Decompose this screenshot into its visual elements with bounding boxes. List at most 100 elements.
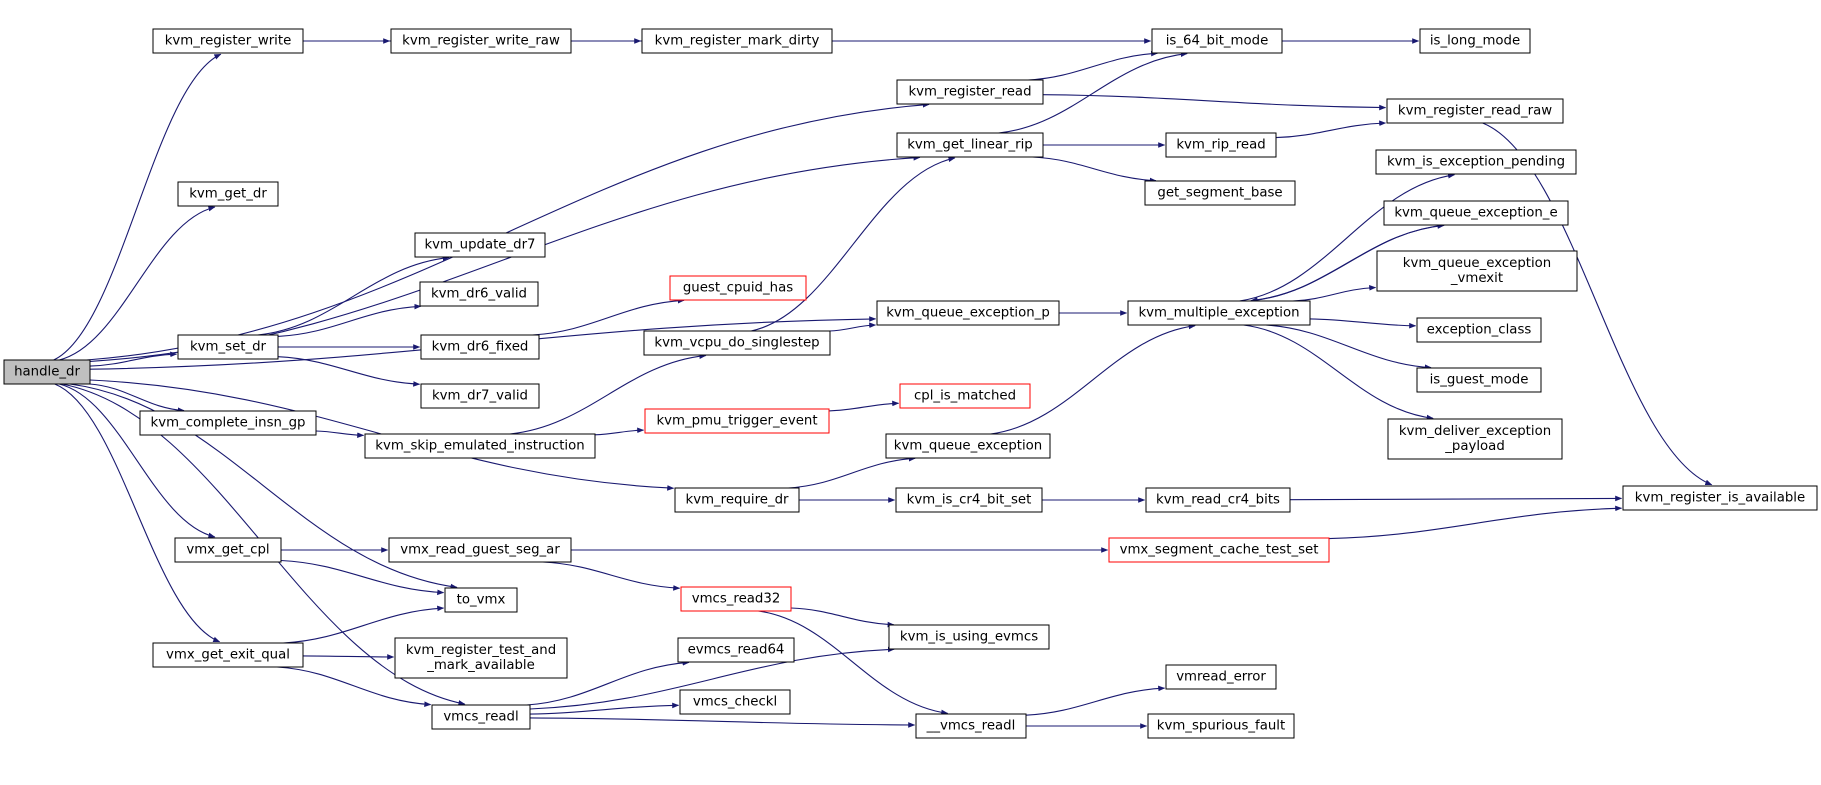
node-kvm-get-dr[interactable]: kvm_get_dr [177,181,279,207]
node-guest-cpuid-has[interactable]: guest_cpuid_has [669,275,807,301]
node-vmcs-readl[interactable]: vmcs_readl [431,704,531,730]
node-label: _vmexit [1450,271,1503,286]
node---vmcs-readl[interactable]: __vmcs_readl [915,713,1027,739]
node-kvm-read-cr4-bits[interactable]: kvm_read_cr4_bits [1145,487,1291,513]
node-box [643,330,831,356]
node-box [915,713,1027,739]
node-box [388,537,572,563]
node-vmx-get-cpl[interactable]: vmx_get_cpl [174,537,282,563]
node-label: vmread_error [1176,670,1266,685]
node-kvm-spurious-fault[interactable]: kvm_spurious_fault [1147,713,1295,739]
edge-kvm_multiple_exception-to-is_guest_mode [1265,324,1432,370]
node-box [431,704,531,730]
node-evmcs-read64[interactable]: evmcs_read64 [677,637,795,663]
node-kvm-vcpu-do-singlestep[interactable]: kvm_vcpu_do_singlestep [643,330,831,356]
node-box [394,637,568,679]
edge-kvm_pmu_trigger_event-to-cpl_is_matched [828,400,900,412]
node-kvm-is-exception-pending[interactable]: kvm_is_exception_pending [1375,149,1577,175]
node-to-vmx[interactable]: to_vmx [444,587,518,613]
node-label: vmx_segment_cache_test_set [1120,543,1319,558]
node-vmread-error[interactable]: vmread_error [1165,664,1277,690]
node-box [414,232,546,258]
node-kvm-complete-insn-gp[interactable]: kvm_complete_insn_gp [139,410,317,436]
node-box [420,334,540,360]
node-box [1165,664,1277,690]
node-box [1151,28,1283,54]
node-kvm-update-dr7[interactable]: kvm_update_dr7 [414,232,546,258]
node-label: kvm_set_dr [190,340,267,355]
node-kvm-register-mark-dirty[interactable]: kvm_register_mark_dirty [641,28,833,54]
node-box [677,637,795,663]
node-kvm-register-read[interactable]: kvm_register_read [896,79,1044,105]
node-kvm-queue-exception-p[interactable]: kvm_queue_exception_p [876,300,1060,326]
edge-vmcs_readl-to-kvm_is_using_evmcs [529,646,895,710]
node-kvm-deliver-exception-payload[interactable]: kvm_deliver_exception_payload [1387,418,1563,460]
node-vmx-get-exit-qual[interactable]: vmx_get_exit_qual [152,642,304,668]
node-kvm-is-using-evmcs[interactable]: kvm_is_using_evmcs [888,624,1050,650]
node-label: kvm_register_write [165,34,292,49]
node-kvm-register-write[interactable]: kvm_register_write [152,28,304,54]
node-box [177,181,279,207]
node-box [899,383,1031,409]
node-box [152,642,304,668]
node-kvm-dr7-valid[interactable]: kvm_dr7_valid [420,383,540,409]
node-label: vmx_get_cpl [186,543,269,558]
node-vmcs-read32[interactable]: vmcs_read32 [680,586,792,612]
node-label: kvm_read_cr4_bits [1156,493,1280,508]
node-kvm-register-test-and-mark-available[interactable]: kvm_register_test_and_mark_available [394,637,568,679]
node-label: kvm_register_mark_dirty [655,34,820,49]
edge-vmx_get_exit_qual-to-kvm_register_test_and_mark_available [302,654,395,660]
node-label: guest_cpuid_has [683,281,793,296]
node-kvm-pmu-trigger-event[interactable]: kvm_pmu_trigger_event [644,408,830,434]
node-handle-dr[interactable]: handle_dr [3,359,91,385]
node-kvm-require-dr[interactable]: kvm_require_dr [674,487,800,513]
node-box [390,28,572,54]
edge-kvm_set_dr-to-kvm_dr7_valid [277,356,421,387]
node-exception-class[interactable]: exception_class [1416,317,1542,343]
node-cpl-is-matched[interactable]: cpl_is_matched [899,383,1031,409]
node-get-segment-base[interactable]: get_segment_base [1144,180,1296,206]
node-kvm-skip-emulated-instruction[interactable]: kvm_skip_emulated_instruction [364,433,596,459]
edge-kvm_get_linear_rip-to-get_segment_base [1032,156,1157,184]
node-kvm-multiple-exception[interactable]: kvm_multiple_exception [1127,300,1311,326]
edge-handle_dr-to-vmx_get_exit_qual [54,383,221,643]
node-kvm-is-cr4-bit-set[interactable]: kvm_is_cr4_bit_set [895,487,1043,513]
node-kvm-queue-exception-e[interactable]: kvm_queue_exception_e [1383,200,1569,226]
edge-kvm_set_dr-to-kvm_update_dr7 [257,255,450,336]
edge-vmx_get_exit_qual-to-to_vmx [283,605,445,644]
node-kvm-register-write-raw[interactable]: kvm_register_write_raw [390,28,572,54]
node-box [1383,200,1569,226]
node-vmx-segment-cache-test-set[interactable]: vmx_segment_cache_test_set [1108,537,1330,563]
node-kvm-dr6-valid[interactable]: kvm_dr6_valid [419,281,539,307]
node-kvm-dr6-fixed[interactable]: kvm_dr6_fixed [420,334,540,360]
node-vmx-read-guest-seg-ar[interactable]: vmx_read_guest_seg_ar [388,537,572,563]
node-vmcs-checkl[interactable]: vmcs_checkl [679,689,791,715]
node-kvm-set-dr[interactable]: kvm_set_dr [177,334,279,360]
nodes-layer: handle_dr kvm_register_write kvm_register_… [3,28,1818,739]
node-label: kvm_update_dr7 [424,238,535,253]
node-box [1376,250,1578,292]
edge-kvm_multiple_exception-to-kvm_deliver_exception_payload [1243,324,1434,421]
node-label: evmcs_read64 [688,643,785,658]
node-label: kvm_vcpu_do_singlestep [654,336,819,351]
node-is-guest-mode[interactable]: is_guest_mode [1416,367,1542,393]
node-is-long-mode[interactable]: is_long_mode [1419,28,1531,54]
edge-vmx_segment_cache_test_set-to-kvm_register_is_available [1328,505,1623,540]
node-kvm-register-read-raw[interactable]: kvm_register_read_raw [1386,98,1564,124]
node-box [888,624,1050,650]
node-kvm-get-linear-rip[interactable]: kvm_get_linear_rip [896,132,1044,158]
node-kvm-queue-exception[interactable]: kvm_queue_exception [885,433,1051,459]
node-is-64-bit-mode[interactable]: is_64_bit_mode [1151,28,1283,54]
node-label: kvm_is_exception_pending [1387,155,1565,170]
node-box [876,300,1060,326]
node-box [674,487,800,513]
node-box [174,537,282,563]
node-box [680,586,792,612]
node-label: kvm_complete_insn_gp [151,416,306,431]
node-kvm-register-is-available[interactable]: kvm_register_is_available [1622,485,1818,511]
node-kvm-rip-read[interactable]: kvm_rip_read [1165,132,1277,158]
node-kvm-queue-exception-vmexit[interactable]: kvm_queue_exception_vmexit [1376,250,1578,292]
edge-kvm_multiple_exception-to-kvm_is_exception_pending [1239,172,1455,302]
edge-__vmcs_readl-to-vmread_error [1025,685,1166,716]
edge-vmx_get_exit_qual-to-vmcs_readl [276,666,432,708]
